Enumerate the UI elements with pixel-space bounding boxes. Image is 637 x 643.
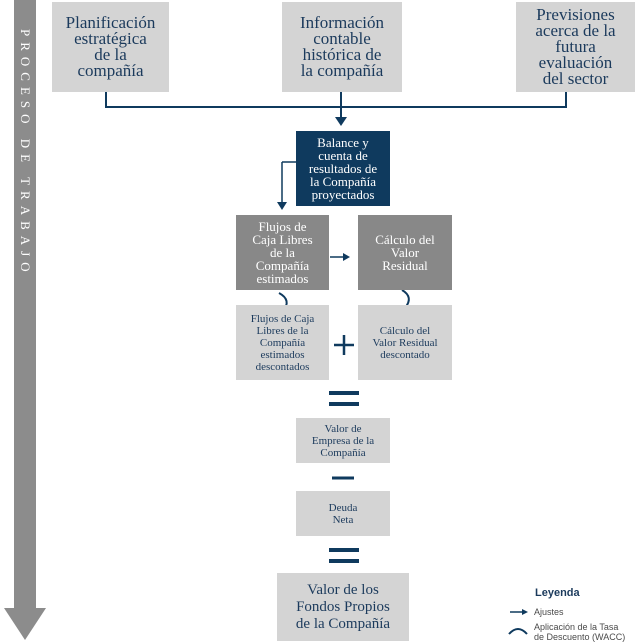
box-balance: Balance y cuenta de resultados de la Com… bbox=[296, 131, 390, 206]
box-planificacion: Planificación estratégica de la compañía bbox=[52, 2, 169, 92]
box-flujos: Flujos de Caja Libres de la Compañía est… bbox=[236, 215, 329, 290]
process-arrow bbox=[4, 0, 46, 640]
arrow-to-balance bbox=[335, 117, 347, 126]
box-valor-fondos: Valor de los Fondos Propios de la Compañ… bbox=[277, 573, 409, 641]
legend-curve-icon bbox=[508, 628, 528, 635]
legend-title: Leyenda bbox=[535, 587, 580, 599]
equals-icon bbox=[329, 391, 359, 406]
box-flujos-descontados: Flujos de Caja Libres de la Compañía est… bbox=[236, 305, 329, 380]
legend-ajustes: Ajustes bbox=[534, 607, 564, 617]
box-calculo-residual: Cálculo del Valor Residual bbox=[358, 215, 452, 290]
flujos-calculo-connector bbox=[330, 253, 350, 261]
arrow-to-flujos bbox=[277, 202, 287, 210]
box-informacion: Información contable histórica de la com… bbox=[282, 2, 402, 92]
box-valor-empresa: Valor de Empresa de la Compañía bbox=[296, 418, 390, 463]
legend-arrow-icon bbox=[510, 609, 528, 615]
top-connector bbox=[105, 92, 567, 118]
equals-icon bbox=[329, 548, 359, 563]
balance-flujos-connector bbox=[281, 161, 296, 203]
side-label: PROCESO DE TRABAJO bbox=[18, 28, 33, 278]
box-previsiones: Previsiones acerca de la futura evaluaci… bbox=[516, 2, 635, 92]
box-residual-descontado: Cálculo del Valor Residual descontado bbox=[358, 305, 452, 380]
legend-wacc: Aplicación de la Tasa de Descuento (WACC… bbox=[534, 622, 626, 642]
plus-icon bbox=[334, 335, 354, 355]
box-deuda-neta: Deuda Neta bbox=[296, 491, 390, 536]
